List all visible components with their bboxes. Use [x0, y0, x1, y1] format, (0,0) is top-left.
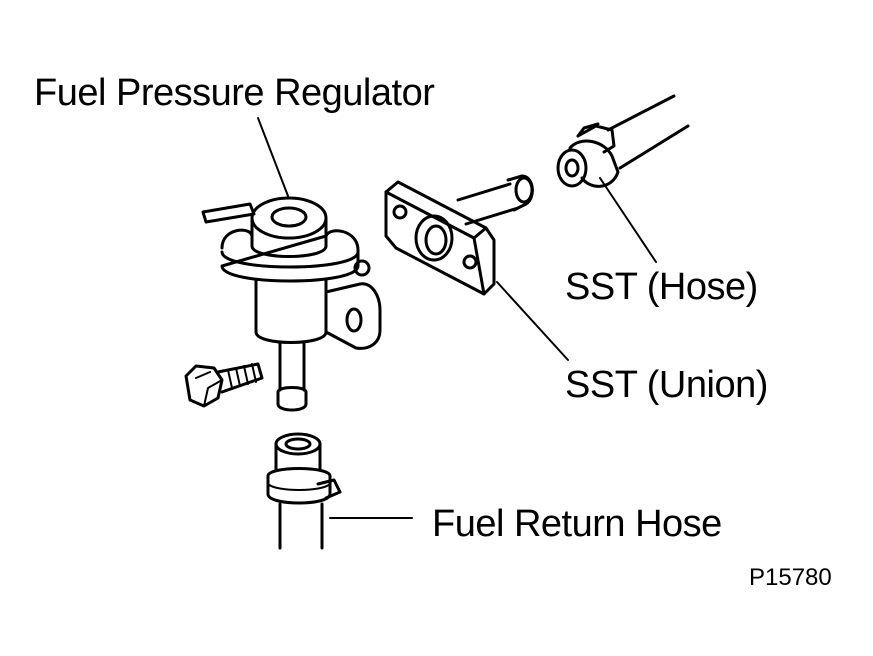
label-sst-union: SST (Union) — [565, 364, 768, 406]
label-fuel-return-hose: Fuel Return Hose — [432, 503, 722, 545]
bolt-head — [184, 364, 224, 408]
return-hose-clamp-band — [267, 483, 331, 491]
return-hose-clamp — [266, 467, 332, 505]
regulator-flange-rim — [220, 250, 360, 269]
regulator-mount-bracket — [324, 282, 382, 350]
label-sst-hose: SST (Hose) — [565, 266, 758, 308]
return-hose-tube — [278, 502, 324, 550]
leader-lines — [257, 117, 657, 519]
hose-line-top — [606, 94, 676, 132]
regulator-flange — [220, 228, 360, 283]
hose-fitting-bore — [564, 158, 580, 178]
union-screw-hole-left — [392, 204, 408, 220]
return-hose-bore — [284, 437, 312, 451]
bolt-thread — [216, 362, 264, 394]
regulator-cap — [250, 218, 328, 258]
union-screw-hole-right — [462, 254, 478, 270]
regulator-bolt-hole — [345, 307, 363, 333]
fuel-return-hose — [266, 432, 342, 550]
hose-clamp — [576, 122, 616, 154]
union-plate-edge — [384, 190, 488, 296]
return-hose-clamp-tab — [316, 478, 342, 500]
sst-hose — [556, 94, 690, 188]
regulator-tab-boss — [353, 259, 371, 277]
figure-reference-number: P15780 — [749, 564, 832, 591]
regulator-vacuum-nipple — [201, 202, 256, 224]
regulator-outlet-bead — [276, 386, 308, 412]
label-fuel-pressure-regulator: Fuel Pressure Regulator — [34, 72, 435, 114]
union-nipple-end — [514, 176, 534, 204]
regulator-outlet-pipe — [278, 340, 306, 392]
leader-sst-hose — [599, 177, 657, 263]
return-hose-mouth — [274, 432, 322, 456]
leader-sst-union — [496, 281, 569, 361]
union-port-inner — [424, 224, 448, 256]
mounting-bolt — [184, 362, 264, 408]
bolt-thread-marks — [227, 363, 257, 389]
union-port — [414, 214, 454, 262]
return-hose-stub — [274, 442, 322, 472]
sst-union — [384, 174, 534, 296]
hose-line-bottom — [618, 124, 690, 170]
leader-regulator — [257, 117, 289, 197]
hose-fitting-body — [568, 139, 620, 188]
regulator-cap-top — [250, 196, 328, 240]
regulator-body — [254, 278, 328, 344]
bolt-head-face — [195, 371, 223, 407]
fuel-pressure-regulator — [201, 196, 382, 412]
union-plate — [384, 180, 496, 296]
hose-fitting-mouth — [556, 148, 588, 188]
regulator-cap-inner — [270, 206, 308, 228]
